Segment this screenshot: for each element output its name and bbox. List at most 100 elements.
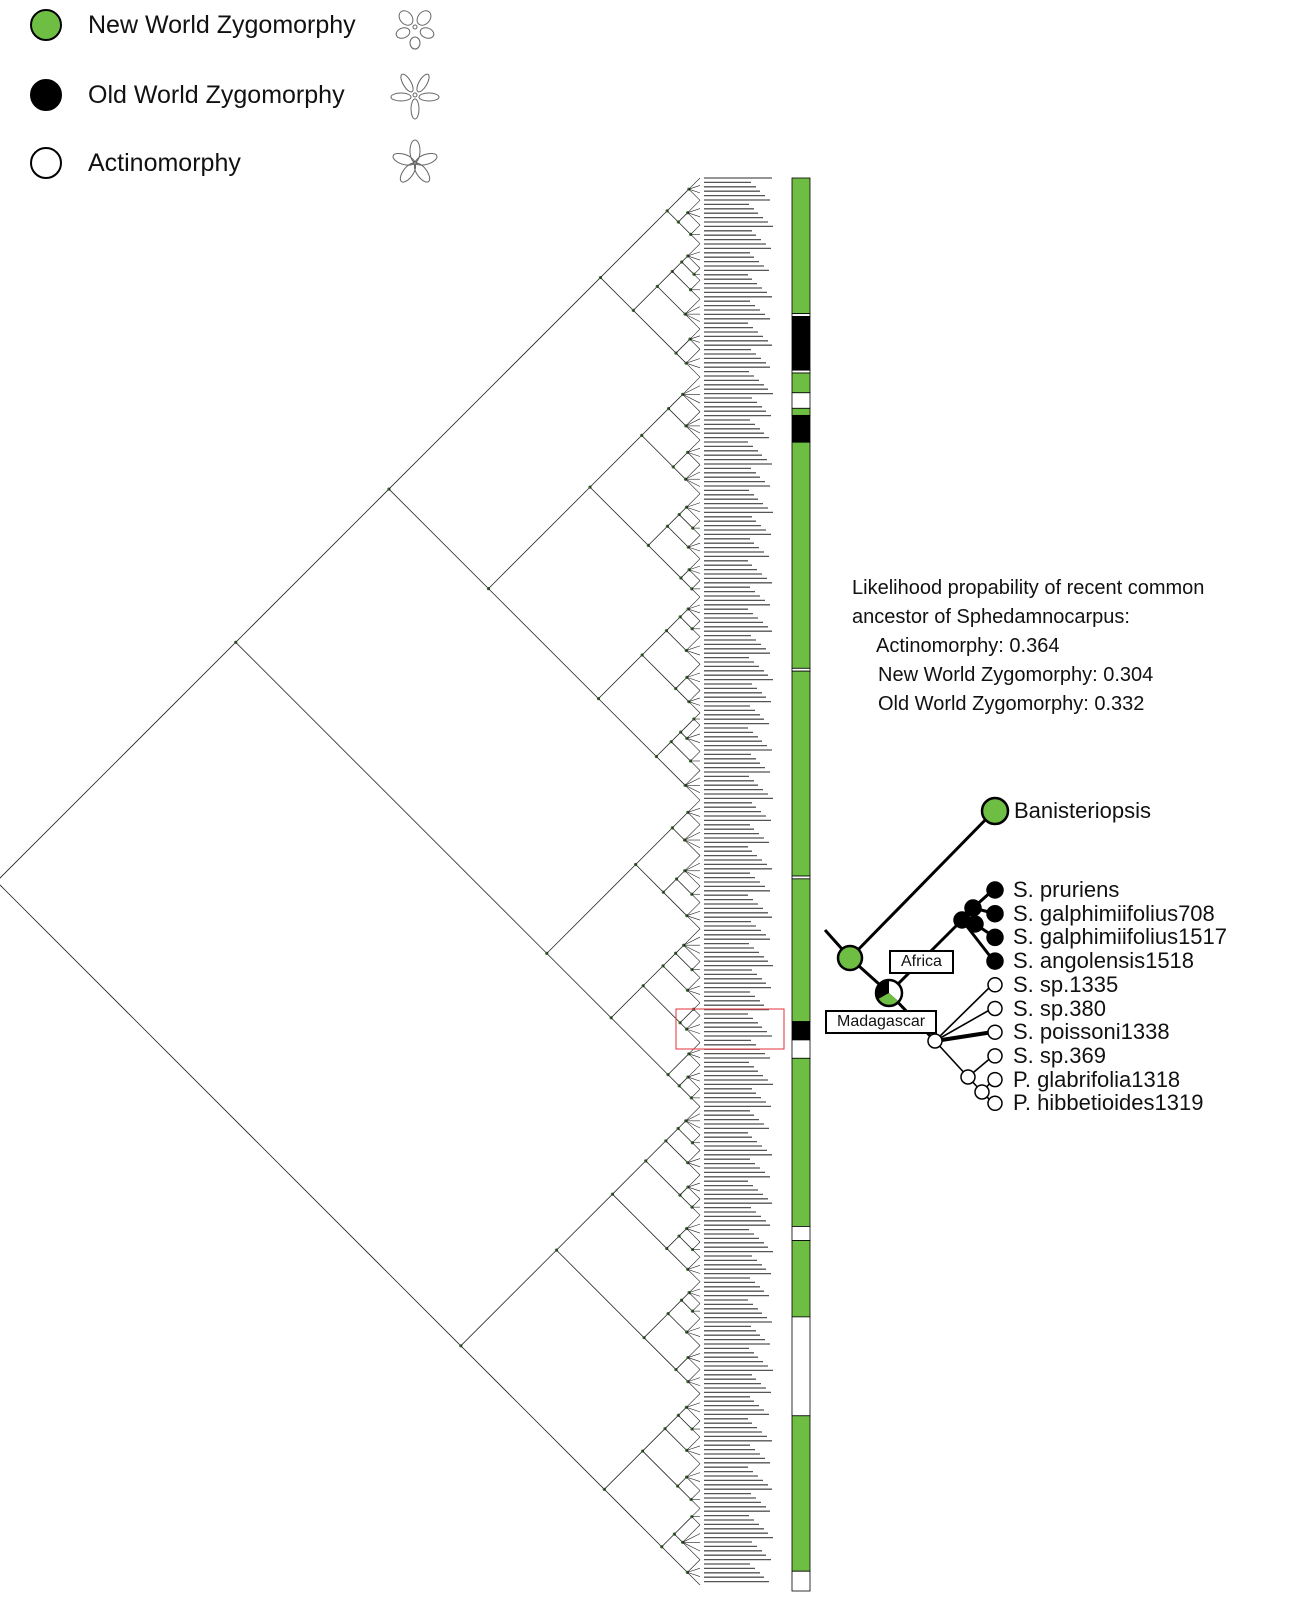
tree-branch [677,1128,693,1144]
tree-branch [679,616,693,630]
tree-branch [612,1193,668,1249]
note-actinomorphy: Actinomorphy: 0.364 [876,635,1060,657]
tree-branch [688,535,701,548]
tree-branch [488,486,591,589]
tree-branch [675,352,687,364]
tree-branch [670,731,681,742]
tree-branch [683,945,701,962]
tree-branch [686,502,701,508]
tree-branch [685,411,701,427]
tree-branch [687,448,701,453]
tree-branch [657,286,686,315]
tree-branch [686,1327,701,1333]
tree-branch [684,862,701,872]
tree-branch [686,664,701,678]
inset-tip-label: S. galphimiifolius708 [1013,900,1215,926]
tree-branch [675,338,691,354]
tree-branch [693,712,701,720]
tree-branch [675,952,693,970]
tree-branch [676,878,693,895]
tree-branch [687,208,701,213]
tree-branch [691,1088,701,1099]
tree-branch [689,569,701,574]
note-title-line2: ancestor of Sphedamnocarpus: [852,606,1130,628]
tree-branch [688,177,701,190]
tree-branch [600,210,668,278]
black-circle-icon [30,79,62,111]
inset-tip [987,1095,1003,1112]
tree-branch [667,1053,690,1075]
tree-branch [675,944,684,954]
tree-branch [687,799,701,813]
outgroup-label: Banisteriopsis [1014,798,1151,823]
tree-branch [686,493,701,508]
tree-branch [682,376,701,395]
inset-tip [987,1024,1003,1040]
inset-node [927,1033,943,1049]
tree-branch [678,1235,693,1250]
tree-branch [677,1485,692,1500]
tree-branch [687,212,701,226]
tree-branch [690,751,701,762]
tree-branch [687,1158,701,1163]
tree-branch [687,1567,701,1573]
tree-branch [692,1142,701,1151]
state-bar-segment [791,316,811,371]
tree-branch [676,870,686,880]
tree-branch [661,1533,675,1548]
tree-branch [686,1476,701,1482]
tree-branch [686,733,701,739]
tree-branch [678,1228,687,1237]
tree-branch [686,1393,701,1408]
inset-tip [986,881,1004,899]
tree-branch [679,608,689,618]
inset-branch [934,1030,994,1043]
inset-tip-label: S. galphimiifolius1517 [1013,924,1228,950]
green-circle-icon [30,9,62,41]
tree-branch [643,1337,677,1370]
tree-branch [685,478,701,487]
outgroup-tip [980,796,1010,826]
tree-branch [691,969,701,978]
tree-branch [684,770,701,786]
inset-branch [934,1040,969,1078]
state-bar-segment [791,667,811,672]
tree-branch [689,338,701,350]
inset-tip-label: S. sp.369 [1013,1042,1106,1068]
tree-branch [688,1049,701,1055]
tree-branch [680,718,695,733]
tree-branch [0,642,236,879]
tree-branch [681,1299,693,1312]
tree-branch [677,1476,687,1487]
tree-branch [687,452,701,465]
tree-branch [488,588,599,699]
tree-branch [691,1516,701,1526]
tree-branch [691,580,701,590]
tree-branch [692,1241,701,1250]
legend-item-new-world: New World Zygomorphy [30,5,356,45]
tree-branch [684,870,701,887]
tree-branch [684,313,701,330]
tree-branch [687,452,701,457]
tree-branch [686,1407,701,1422]
tree-branch [546,953,612,1019]
tree-branch [692,1134,701,1143]
tree-branch [662,965,688,991]
inset-tip [986,928,1004,947]
tree-branch [648,545,682,579]
tree-branch [683,936,701,946]
tree-branch [687,1369,701,1382]
state-bar-segment [791,441,811,669]
tree-branch [687,1072,701,1078]
inset-tip-label: S. pruriens [1013,877,1120,902]
tree-branch [678,212,688,223]
tree-branch [685,464,701,480]
tree-branch [688,1053,701,1066]
tree-branch [672,812,689,829]
tree-branch [666,1248,688,1270]
tree-branch [687,200,701,213]
tree-branch [686,902,701,916]
tree-branch [687,1559,701,1573]
tree-branch [680,569,690,579]
tree-branch [633,286,658,311]
